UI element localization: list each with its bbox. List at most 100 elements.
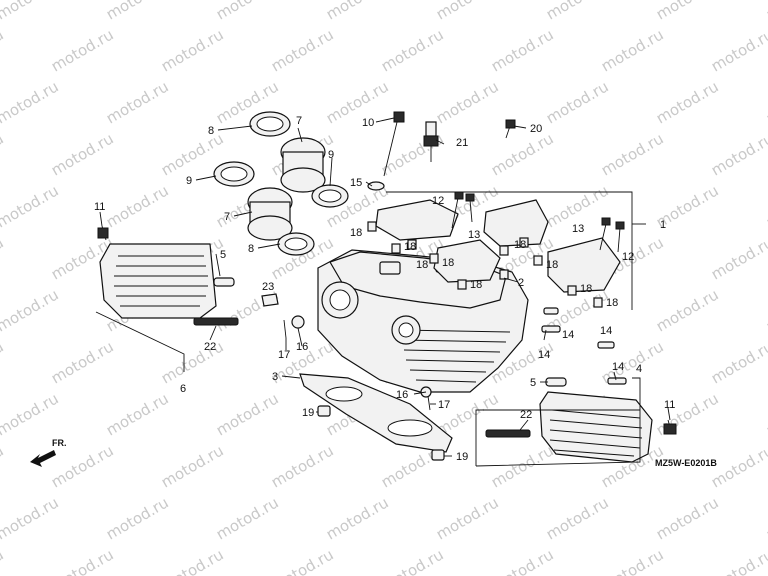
callout-10: 10: [362, 117, 374, 129]
cover-bolts: [97, 225, 677, 435]
watermark: motod.ru: [708, 25, 768, 75]
watermark: motod.ru: [268, 545, 337, 576]
callout-7: 7: [296, 115, 302, 127]
callout-14: 14: [612, 361, 624, 373]
callout-14: 14: [600, 325, 612, 337]
callout-9: 9: [186, 175, 192, 187]
callout-11: 11: [94, 201, 105, 213]
watermark: motod.ru: [763, 389, 768, 439]
watermark: motod.ru: [103, 77, 172, 127]
watermark: motod.ru: [378, 25, 447, 75]
watermark: motod.ru: [158, 337, 227, 387]
watermark: motod.ru: [763, 493, 768, 543]
watermark: motod.ru: [48, 441, 117, 491]
callout-7: 7: [224, 211, 230, 223]
watermark: motod.ru: [0, 129, 7, 179]
callout-2: 2: [518, 277, 524, 289]
watermark: motod.ru: [433, 493, 502, 543]
watermark: motod.ru: [543, 0, 612, 23]
rear-head-cover: [99, 243, 239, 326]
watermark: motod.ru: [213, 0, 282, 23]
watermark: motod.ru: [48, 337, 117, 387]
watermark: motod.ru: [708, 233, 768, 283]
seal-washer: [291, 315, 305, 329]
watermark: motod.ru: [598, 545, 667, 576]
watermark: motod.ru: [488, 545, 557, 576]
watermark: motod.ru: [0, 545, 7, 576]
callout-18: 18: [546, 259, 558, 271]
watermark: motod.ru: [0, 77, 62, 127]
watermark: motod.ru: [0, 493, 62, 543]
watermark: motod.ru: [0, 25, 7, 75]
callout-18: 18: [416, 259, 428, 271]
small-bolt: [427, 395, 431, 411]
callout-21: 21: [456, 137, 468, 149]
callout-23: 23: [262, 281, 274, 293]
watermark: motod.ru: [103, 0, 172, 23]
watermark: motod.ru: [103, 493, 172, 543]
callout-20: 20: [530, 123, 542, 135]
watermark: motod.ru: [0, 0, 62, 23]
watermark: motod.ru: [543, 493, 612, 543]
watermark: motod.ru: [763, 77, 768, 127]
watermark: motod.ru: [488, 441, 557, 491]
callout-5: 5: [530, 377, 536, 389]
callout-15: 15: [350, 177, 362, 189]
callout-11: 11: [664, 399, 675, 411]
watermark: motod.ru: [0, 441, 7, 491]
watermark: motod.ru: [653, 389, 722, 439]
watermark: motod.ru: [708, 545, 768, 576]
grommet: [261, 293, 279, 307]
watermark: motod.ru: [488, 129, 557, 179]
watermark: motod.ru: [598, 129, 667, 179]
callout-5: 5: [220, 249, 226, 261]
callout-18: 18: [580, 283, 592, 295]
watermark: motod.ru: [213, 389, 282, 439]
callout-13: 13: [468, 229, 480, 241]
callout-18: 18: [404, 241, 416, 253]
watermark: motod.ru: [0, 389, 62, 439]
watermark: motod.ru: [0, 233, 7, 283]
front-head-cover: [485, 391, 653, 463]
watermark: motod.ru: [48, 25, 117, 75]
rocker-arm-assembly: [375, 199, 621, 293]
sleeve-parts: [367, 221, 603, 308]
watermark: motod.ru: [158, 25, 227, 75]
stud-bolts: [541, 307, 627, 387]
callout-19: 19: [302, 407, 314, 419]
callout-18: 18: [606, 297, 618, 309]
head-gasket: [299, 373, 453, 453]
callout-3: 3: [272, 371, 278, 383]
watermark: motod.ru: [653, 493, 722, 543]
callout-6: 6: [180, 383, 186, 395]
callout-18: 18: [514, 239, 526, 251]
watermark: motod.ru: [488, 25, 557, 75]
callout-1: 1: [660, 219, 666, 231]
group-brackets: [95, 191, 641, 467]
callout-16: 16: [296, 341, 308, 353]
watermark: motod.ru: [0, 181, 62, 231]
callout-4: 4: [636, 363, 642, 375]
callout-18: 18: [442, 257, 454, 269]
watermark: motod.ru: [158, 545, 227, 576]
bolts: [383, 111, 625, 253]
callout-17: 17: [438, 399, 450, 411]
dowel-pin: [317, 405, 331, 417]
watermark: motod.ru: [48, 545, 117, 576]
watermark: motod.ru: [378, 545, 447, 576]
watermark: motod.ru: [543, 77, 612, 127]
callout-9: 9: [328, 149, 334, 161]
callout-18: 18: [350, 227, 362, 239]
watermark: motod.ru: [323, 77, 392, 127]
callout-14: 14: [562, 329, 574, 341]
callout-13: 13: [572, 223, 584, 235]
watermark: motod.ru: [653, 285, 722, 335]
watermark: motod.ru: [268, 25, 337, 75]
watermark: motod.ru: [708, 129, 768, 179]
watermark: motod.ru: [48, 129, 117, 179]
callout-19: 19: [456, 451, 468, 463]
callout-18: 18: [470, 279, 482, 291]
watermark: motod.ru: [323, 0, 392, 23]
diagram-code: MZ5W-E0201B: [655, 458, 717, 468]
